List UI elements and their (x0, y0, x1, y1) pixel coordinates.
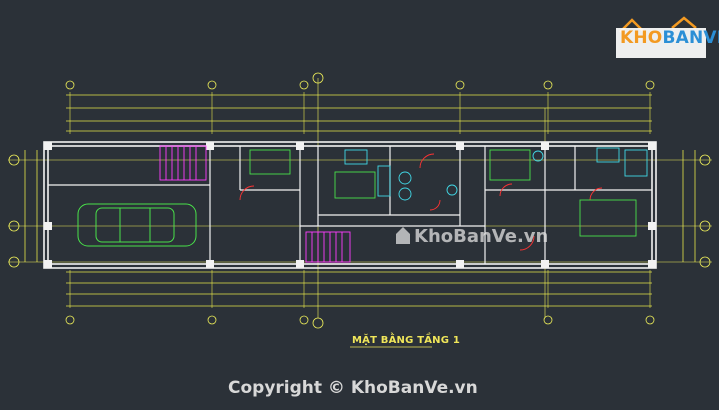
car-symbol (77, 203, 197, 247)
exterior-walls (43, 141, 657, 269)
center-watermark: KhoBanVe.vn (414, 226, 549, 247)
grid-bubbles (8, 72, 711, 329)
kho-ban-ve-logo-icon (616, 16, 706, 58)
brand-logo-text: KHOBANVE (620, 28, 719, 48)
interior-walls (48, 146, 652, 264)
furniture (249, 149, 637, 237)
copyright-text: Copyright © KhoBanVe.vn (228, 378, 478, 398)
columns (44, 142, 656, 268)
doors (239, 153, 603, 251)
side-dimension-lines (24, 150, 696, 262)
fixtures (344, 147, 648, 201)
stairs (159, 145, 351, 263)
drawing-title: MẶT BẰNG TẦNG 1 (352, 335, 460, 346)
top-dimension-lines (66, 94, 652, 132)
brand-part-2: BANVE (662, 28, 719, 48)
house-watermark-icon (396, 227, 410, 244)
dimension-ticks (69, 92, 651, 308)
bottom-dimension-lines (66, 271, 652, 307)
brand-part-1: KHO (620, 28, 663, 48)
